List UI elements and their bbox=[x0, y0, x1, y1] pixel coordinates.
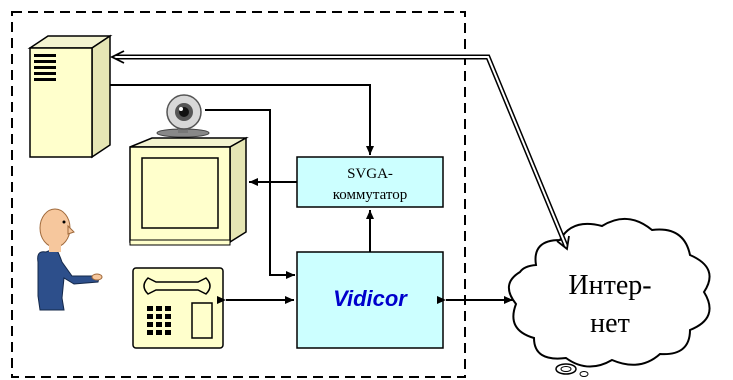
room-boundary bbox=[11, 11, 466, 378]
svga-switch-label-line2: коммутатор bbox=[333, 187, 408, 203]
internet-label-line2: нет bbox=[590, 308, 630, 339]
vidicor-label: Vidicor bbox=[333, 286, 408, 311]
server-icon bbox=[27, 34, 113, 159]
monitor-icon bbox=[129, 136, 249, 246]
webcam-icon bbox=[156, 94, 210, 138]
cloud-icon: Интер- нет bbox=[508, 218, 711, 377]
svga-switch-box: SVGA- коммутатор bbox=[296, 156, 444, 208]
vidicor-box: Vidicor bbox=[296, 251, 444, 349]
connection-lines bbox=[110, 84, 513, 304]
internet-label-line1: Интер- bbox=[568, 270, 651, 301]
svga-switch-label-line1: SVGA- bbox=[347, 166, 393, 182]
server-internet-link bbox=[109, 50, 570, 251]
person-icon bbox=[37, 208, 103, 311]
webcam-to-vidicor-line bbox=[205, 109, 295, 279]
server-to-switch-line bbox=[110, 84, 374, 155]
phone-icon bbox=[132, 267, 224, 349]
